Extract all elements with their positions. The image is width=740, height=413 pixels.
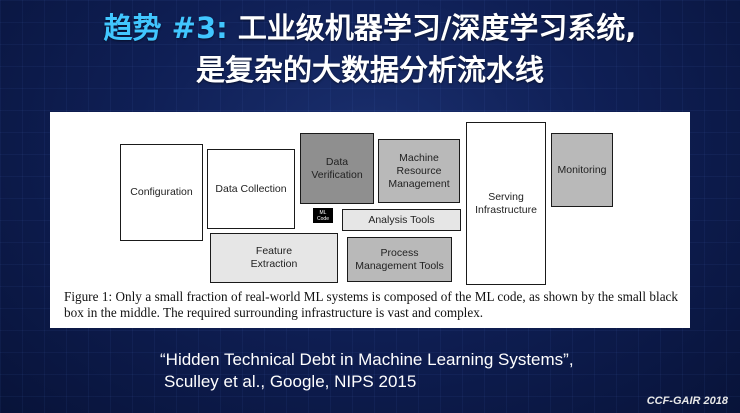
process-management-tools-label: Process Management Tools xyxy=(355,246,444,272)
citation-line1: “Hidden Technical Debt in Machine Learni… xyxy=(160,350,574,369)
title-line1-text: 工业级机器学习/深度学习系统, xyxy=(227,11,637,45)
feature-extraction-label: Feature Extraction xyxy=(250,245,298,270)
machine-resource-management-label: Machine Resource Management xyxy=(388,151,450,190)
data-collection-label: Data Collection xyxy=(215,182,287,195)
citation: “Hidden Technical Debt in Machine Learni… xyxy=(160,349,574,393)
analysis-tools-box: Analysis Tools xyxy=(342,209,461,231)
ml-code-box: ML Code xyxy=(313,208,333,223)
feature-extraction-box: Feature Extraction xyxy=(210,233,338,283)
data-verification-box: Data Verification xyxy=(300,133,374,204)
configuration-box: Configuration xyxy=(120,144,203,241)
paper-figure: Configuration Data Collection Data Verif… xyxy=(50,112,690,328)
data-verification-label: Data Verification xyxy=(311,155,363,181)
data-collection-box: Data Collection xyxy=(207,149,295,229)
machine-resource-management-box: Machine Resource Management xyxy=(378,139,460,203)
serving-infrastructure-label: Serving Infrastructure xyxy=(475,190,537,216)
ml-code-label: ML Code xyxy=(317,209,329,222)
slide-title-line1: 趋势 #3: 工业级机器学习/深度学习系统, xyxy=(0,10,740,46)
citation-line2: Sculley et al., Google, NIPS 2015 xyxy=(164,372,417,391)
figure-caption: Figure 1: Only a small fraction of real-… xyxy=(64,289,678,320)
analysis-tools-label: Analysis Tools xyxy=(368,213,435,226)
process-management-tools-box: Process Management Tools xyxy=(347,237,452,282)
slide-title-line2: 是复杂的大数据分析流水线 xyxy=(195,53,544,87)
event-footer: CCF-GAIR 2018 xyxy=(646,395,728,407)
monitoring-label: Monitoring xyxy=(557,163,607,176)
configuration-label: Configuration xyxy=(130,186,193,198)
serving-infrastructure-box: Serving Infrastructure xyxy=(466,122,546,285)
title-accent: 趋势 #3: xyxy=(103,11,228,45)
monitoring-box: Monitoring xyxy=(551,133,613,207)
